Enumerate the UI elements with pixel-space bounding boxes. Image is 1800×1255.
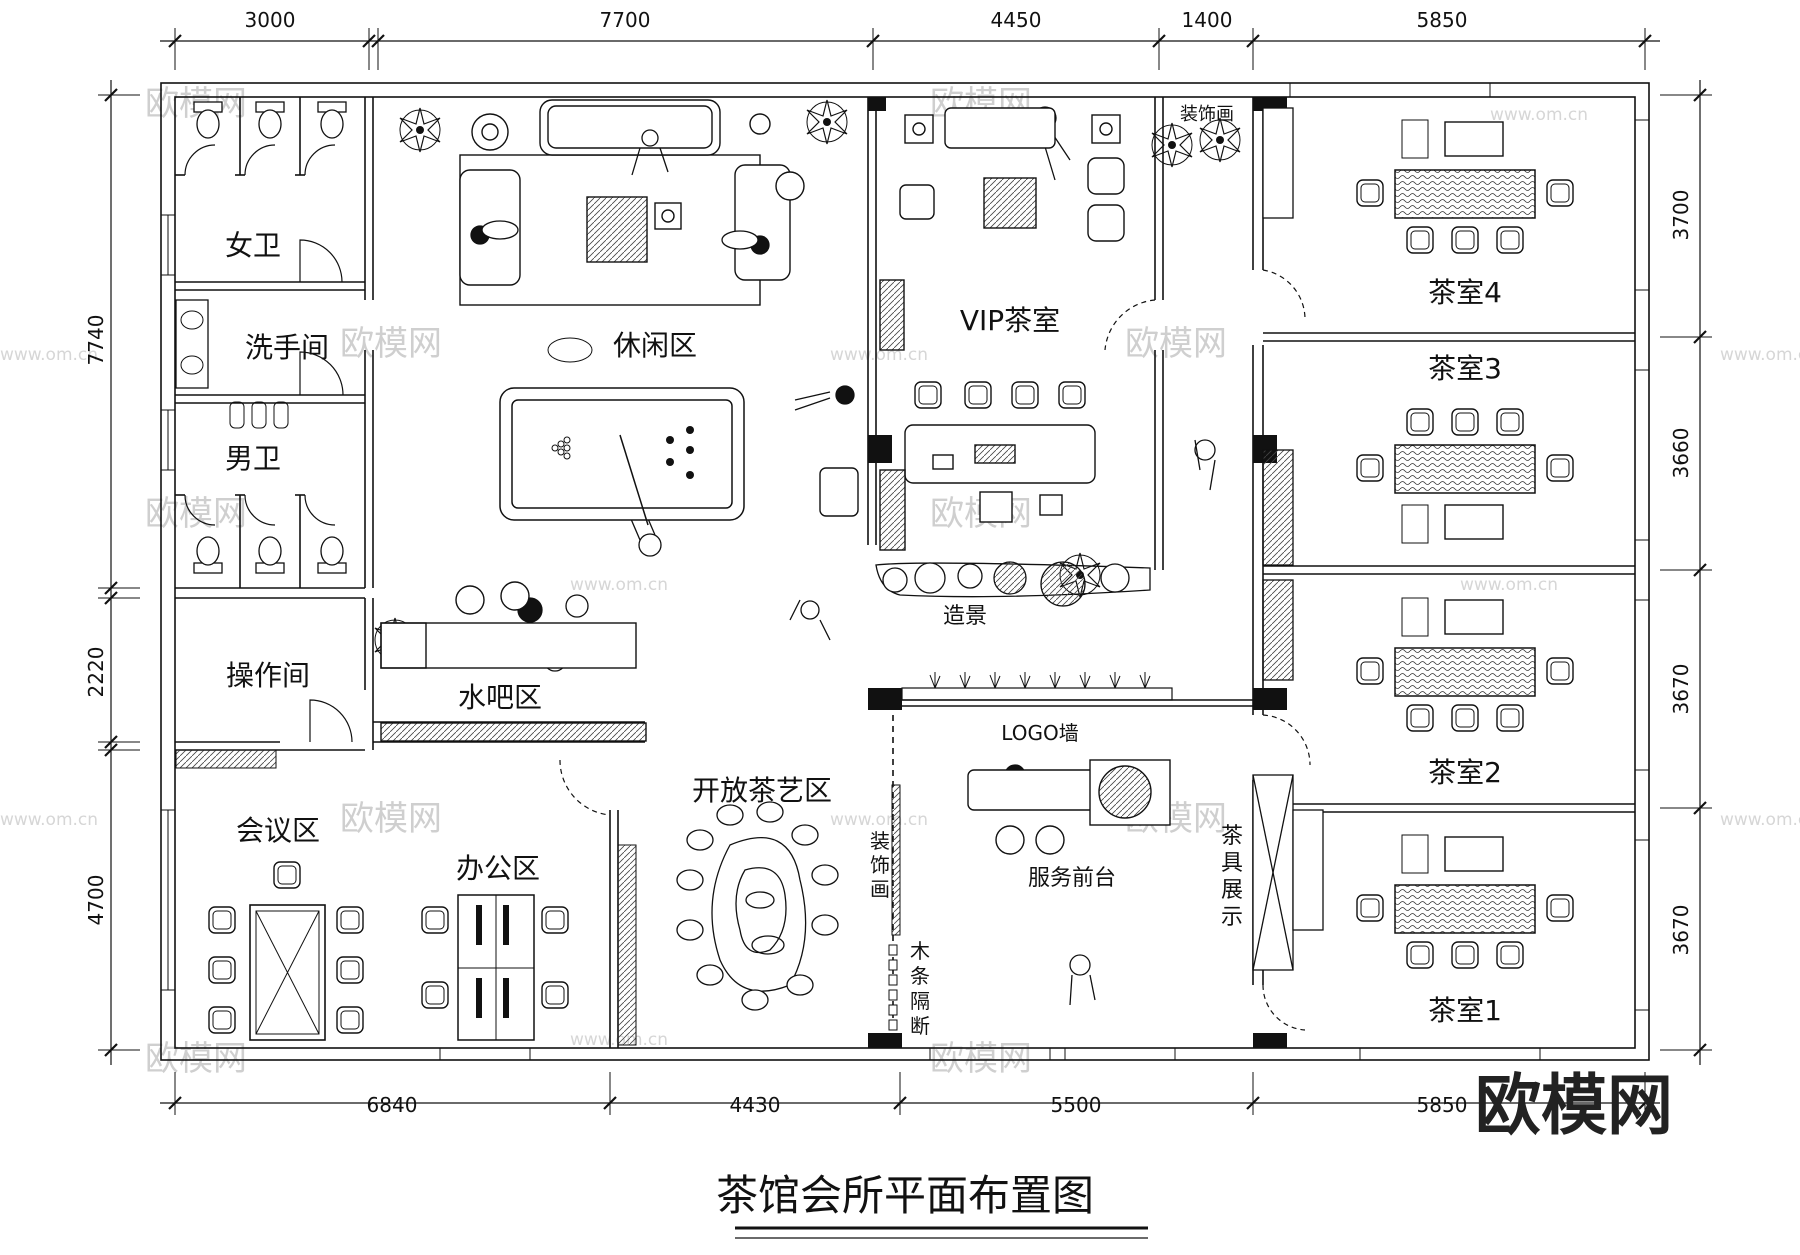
label-tea-room-3: 茶室3 bbox=[1428, 352, 1502, 385]
tea-room-4-set bbox=[1356, 119, 1574, 254]
label-wood-partition-char: 木 bbox=[910, 939, 930, 963]
meeting-table bbox=[208, 861, 364, 1041]
office-partition-shelf bbox=[617, 844, 637, 1046]
windows bbox=[160, 82, 1650, 1061]
label-leisure-area: 休闲区 bbox=[613, 329, 697, 362]
label-tea-room-2: 茶室2 bbox=[1428, 756, 1502, 789]
reception-desk bbox=[967, 759, 1171, 855]
vip-room-furniture bbox=[819, 107, 1125, 551]
label-tea-display-char: 示 bbox=[1221, 905, 1243, 930]
label-wood-partition-char: 条 bbox=[910, 964, 930, 988]
label-landscape: 造景 bbox=[943, 604, 987, 629]
watermark-url: www.om.cn bbox=[0, 810, 98, 830]
restroom-fixtures bbox=[175, 101, 347, 574]
dim-left-2: 2220 bbox=[84, 647, 108, 698]
label-open-tea-area: 开放茶艺区 bbox=[692, 774, 832, 807]
dim-top-5: 5850 bbox=[1417, 8, 1468, 32]
label-wood-partition-char: 断 bbox=[910, 1014, 930, 1038]
dim-top-4: 1400 bbox=[1182, 8, 1233, 32]
tea-display-cabinets bbox=[1252, 107, 1324, 971]
landscape-shrubs bbox=[875, 561, 1151, 607]
office-desks bbox=[421, 894, 569, 1041]
operation-shelf bbox=[175, 749, 277, 769]
dimension-labels: 3000 7700 4450 1400 5850 6840 4430 5500 … bbox=[84, 8, 1693, 1117]
watermark-url: www.om.cn bbox=[0, 345, 98, 365]
label-water-bar: 水吧区 bbox=[458, 681, 542, 714]
door-swings bbox=[184, 144, 1311, 1031]
watermark-url: www.om.cn bbox=[570, 575, 668, 595]
watermark-url: www.om.cn bbox=[1720, 810, 1800, 830]
dim-bottom-3: 5500 bbox=[1051, 1093, 1102, 1117]
label-operation-room: 操作间 bbox=[226, 659, 310, 692]
pet-figure bbox=[547, 337, 593, 363]
dim-right-2: 3660 bbox=[1669, 428, 1693, 479]
label-womens-restroom: 女卫 bbox=[225, 229, 281, 262]
dim-left-1: 7740 bbox=[84, 315, 108, 366]
dim-bottom-4: 5850 bbox=[1417, 1093, 1468, 1117]
logo-wall-planters bbox=[901, 672, 1173, 701]
label-tea-display-char: 具 bbox=[1221, 851, 1243, 876]
label-washroom: 洗手间 bbox=[245, 331, 329, 364]
watermark-url: www.om.cn bbox=[830, 810, 928, 830]
label-decor-painting: 装饰画 bbox=[1180, 104, 1234, 125]
watermark-url: www.om.cn bbox=[1720, 345, 1800, 365]
label-tea-room-1: 茶室1 bbox=[1428, 994, 1502, 1027]
dim-top-2: 7700 bbox=[600, 8, 651, 32]
decor-painting-strip bbox=[891, 784, 901, 936]
watermark: 欧模网 bbox=[145, 494, 247, 534]
label-vip-tea-room: VIP茶室 bbox=[960, 304, 1060, 337]
room-labels: 女卫 洗手间 男卫 操作间 会议区 办公区 休闲区 水吧区 开放茶艺区 VIP茶… bbox=[225, 104, 1502, 1038]
label-wood-partition-char: 隔 bbox=[910, 989, 930, 1013]
watermark: 欧模网 bbox=[1125, 324, 1227, 364]
drawing-title: 茶馆会所平面布置图 bbox=[716, 1171, 1094, 1220]
label-tea-display-char: 展 bbox=[1221, 878, 1243, 903]
dim-right-3: 3670 bbox=[1669, 664, 1693, 715]
dim-bottom-1: 6840 bbox=[367, 1093, 418, 1117]
dim-top-3: 4450 bbox=[991, 8, 1042, 32]
dim-right-1: 3700 bbox=[1669, 190, 1693, 241]
dim-left-3: 4700 bbox=[84, 875, 108, 926]
watermark: 欧模网 bbox=[930, 1039, 1032, 1079]
dimension-lines bbox=[98, 28, 1712, 1115]
watermark-url: www.om.cn bbox=[1490, 105, 1588, 125]
label-office-area: 办公区 bbox=[456, 852, 540, 885]
tea-room-2-set bbox=[1356, 597, 1574, 732]
label-tea-room-4: 茶室4 bbox=[1428, 276, 1502, 309]
leisure-area-furniture bbox=[459, 99, 805, 306]
label-mens-restroom: 男卫 bbox=[225, 442, 281, 475]
label-decor-painting-char: 画 bbox=[870, 877, 890, 901]
watermark: 欧模网 bbox=[340, 799, 442, 839]
wood-partition-bars bbox=[888, 944, 898, 1031]
dim-top-1: 3000 bbox=[245, 8, 296, 32]
tea-room-3-set bbox=[1356, 408, 1574, 544]
dim-right-4: 3670 bbox=[1669, 905, 1693, 956]
label-tea-display-char: 茶 bbox=[1221, 824, 1243, 849]
water-bar-counter bbox=[380, 581, 647, 742]
label-decor-painting-char: 装 bbox=[870, 829, 890, 853]
watermark-url: www.om.cn bbox=[830, 345, 928, 365]
open-tea-table bbox=[676, 801, 839, 1011]
watermark: 欧模网 bbox=[145, 1039, 247, 1079]
label-meeting-area: 会议区 bbox=[236, 814, 320, 847]
label-logo-wall: LOGO墙 bbox=[1001, 721, 1078, 745]
label-decor-painting-char: 饰 bbox=[870, 853, 890, 877]
tea-room-1-set bbox=[1356, 834, 1574, 969]
label-reception: 服务前台 bbox=[1028, 866, 1116, 891]
watermark-url: www.om.cn bbox=[1460, 575, 1558, 595]
brand-logo-text: 欧模网 bbox=[1475, 1067, 1673, 1144]
dim-bottom-2: 4430 bbox=[730, 1093, 781, 1117]
pool-table bbox=[499, 387, 745, 526]
watermark: 欧模网 bbox=[340, 324, 442, 364]
